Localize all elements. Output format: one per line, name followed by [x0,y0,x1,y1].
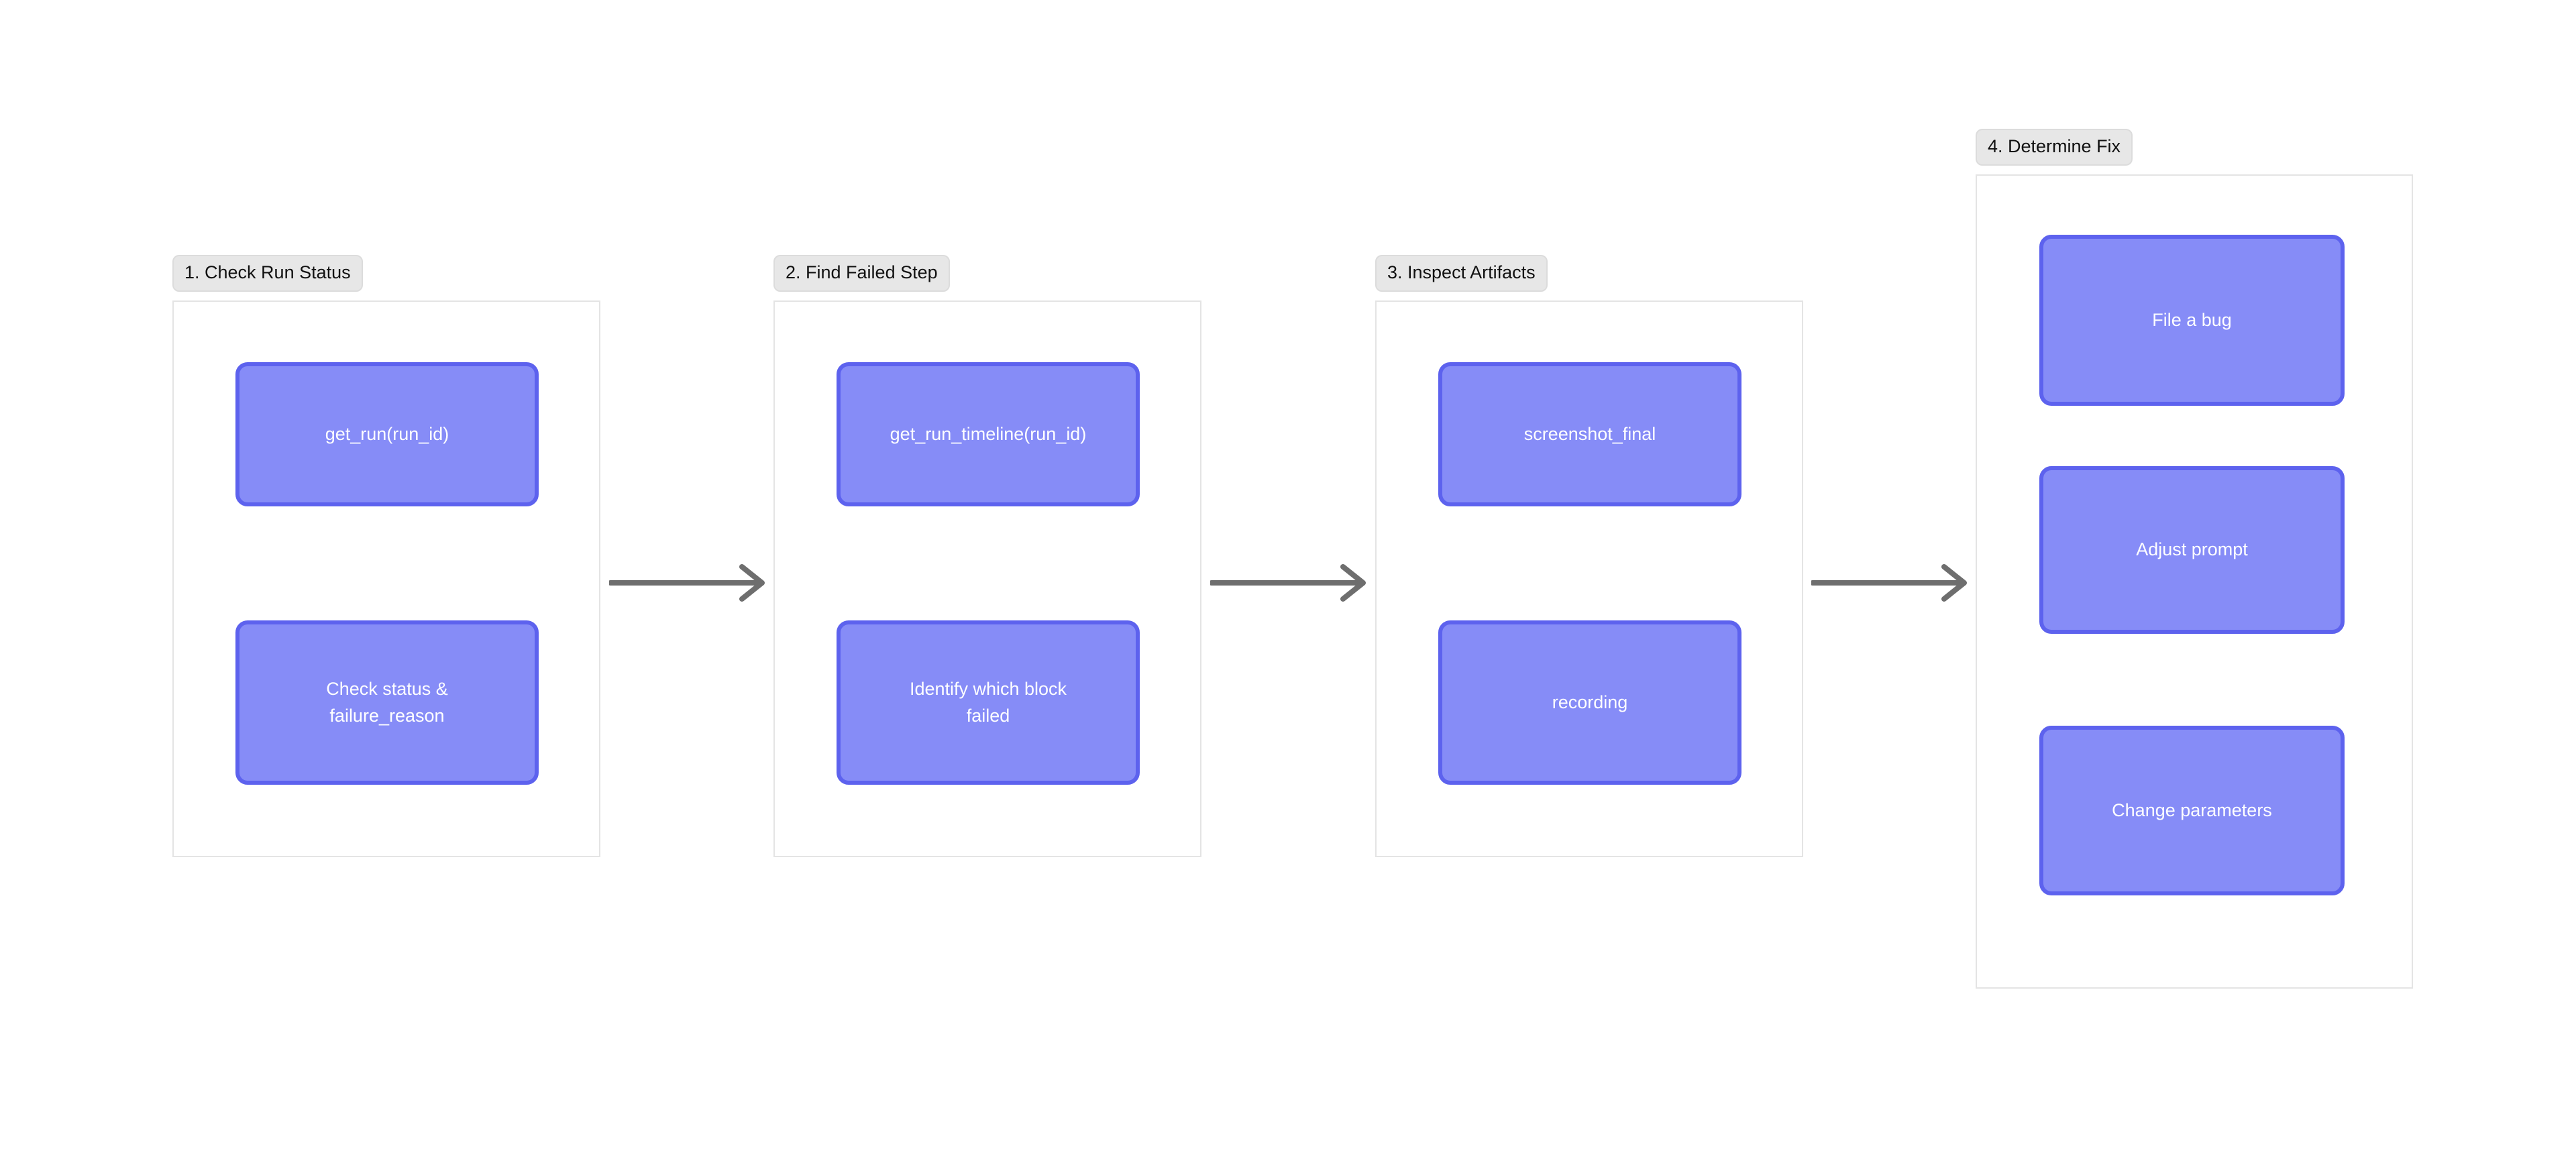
arrow-stage1-to-stage2 [608,562,769,604]
stage-group-4: 4. Determine Fix File a bug Adjust promp… [1976,129,2413,989]
node-file-a-bug[interactable]: File a bug [2039,235,2345,406]
node-check-status[interactable]: Check status & failure_reason [235,620,539,785]
arrow-stage3-to-stage4 [1810,562,1971,604]
node-screenshot-final[interactable]: screenshot_final [1438,362,1741,506]
node-label: Identify which block failed [909,679,1067,726]
stage-label-4: 4. Determine Fix [1976,129,2133,166]
node-recording[interactable]: recording [1438,620,1741,785]
node-label: Check status & failure_reason [326,679,448,726]
node-get-run-timeline[interactable]: get_run_timeline(run_id) [837,362,1140,506]
stage-label-2: 2. Find Failed Step [773,255,950,292]
node-label: recording [1552,692,1628,712]
node-label: File a bug [2152,309,2232,330]
node-label: Change parameters [2112,799,2272,820]
node-adjust-prompt[interactable]: Adjust prompt [2039,466,2345,634]
node-label: screenshot_final [1523,423,1656,444]
node-identify-block[interactable]: Identify which block failed [837,620,1140,785]
node-get-run[interactable]: get_run(run_id) [235,362,539,506]
node-change-parameters[interactable]: Change parameters [2039,726,2345,895]
node-label: Adjust prompt [2136,539,2248,560]
stage-group-1: 1. Check Run Status get_run(run_id) Chec… [172,255,600,859]
stage-label-3: 3. Inspect Artifacts [1375,255,1548,292]
arrow-stage2-to-stage3 [1209,562,1370,604]
stage-label-1: 1. Check Run Status [172,255,363,292]
stage-group-2: 2. Find Failed Step get_run_timeline(run… [773,255,1201,859]
stage-group-3: 3. Inspect Artifacts screenshot_final re… [1375,255,1803,859]
node-label: get_run_timeline(run_id) [890,423,1087,444]
node-label: get_run(run_id) [325,423,449,444]
